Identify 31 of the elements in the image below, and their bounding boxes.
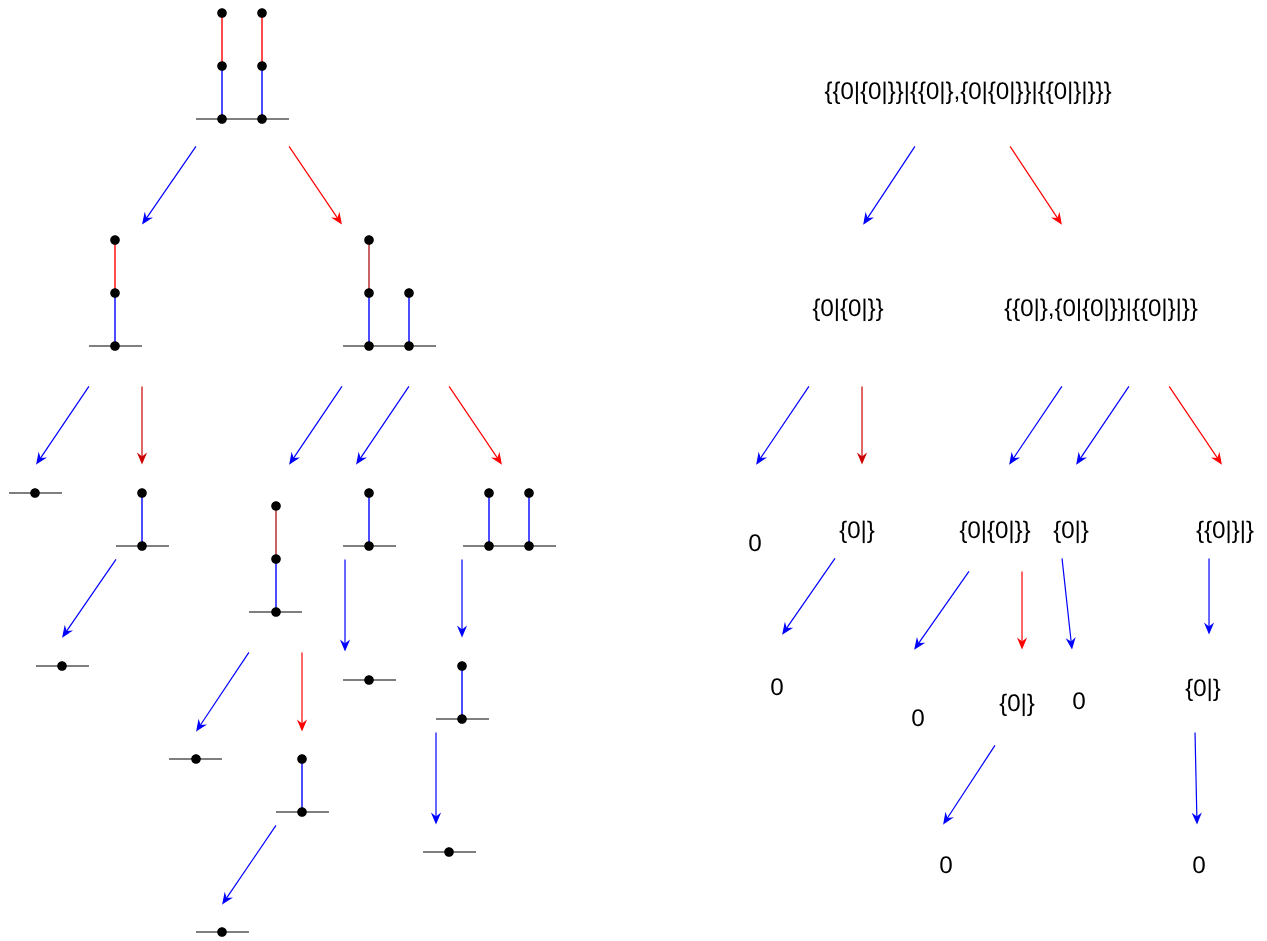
game-label: {0|} xyxy=(1053,520,1089,544)
game-label: {{0|{0|}}|{{0|},{0|{0|}}|{{0|}|}}} xyxy=(824,81,1112,105)
game-label: 0 xyxy=(1073,692,1085,710)
hackenbush-drawing xyxy=(342,488,397,551)
hackenbush-drawing xyxy=(342,235,437,351)
game-label: 0 xyxy=(940,856,952,874)
hackenbush-drawing xyxy=(195,927,250,937)
game-label: {0|} xyxy=(1185,678,1221,702)
hackenbush-drawing xyxy=(8,488,63,498)
game-label: 0 xyxy=(749,534,761,552)
hackenbush-drawing xyxy=(435,661,490,724)
game-label: {0|{0|}} xyxy=(812,298,884,322)
hackenbush-drawing xyxy=(168,754,223,764)
hackenbush-drawing xyxy=(462,488,557,551)
game-label: {{0|}|} xyxy=(1196,520,1254,544)
hackenbush-drawing xyxy=(275,754,330,817)
game-label: 0 xyxy=(771,678,783,696)
hackenbush-drawing xyxy=(422,847,477,857)
hackenbush-drawing xyxy=(248,501,303,617)
hackenbush-drawing xyxy=(342,675,397,685)
game-label: 0 xyxy=(1193,856,1205,874)
game-label: {0|{0|}} xyxy=(959,520,1031,544)
hackenbush-drawing xyxy=(35,661,90,671)
game-label: 0 xyxy=(912,709,924,727)
hackenbush-drawing xyxy=(195,8,290,124)
game-label: {0|} xyxy=(839,520,875,544)
arrow xyxy=(914,570,970,650)
hackenbush-drawing xyxy=(115,488,170,551)
game-label: {0|} xyxy=(999,693,1035,717)
hackenbush-drawing xyxy=(88,235,143,351)
game-label: {{0|},{0|{0|}}|{{0|}|}} xyxy=(1004,298,1198,322)
